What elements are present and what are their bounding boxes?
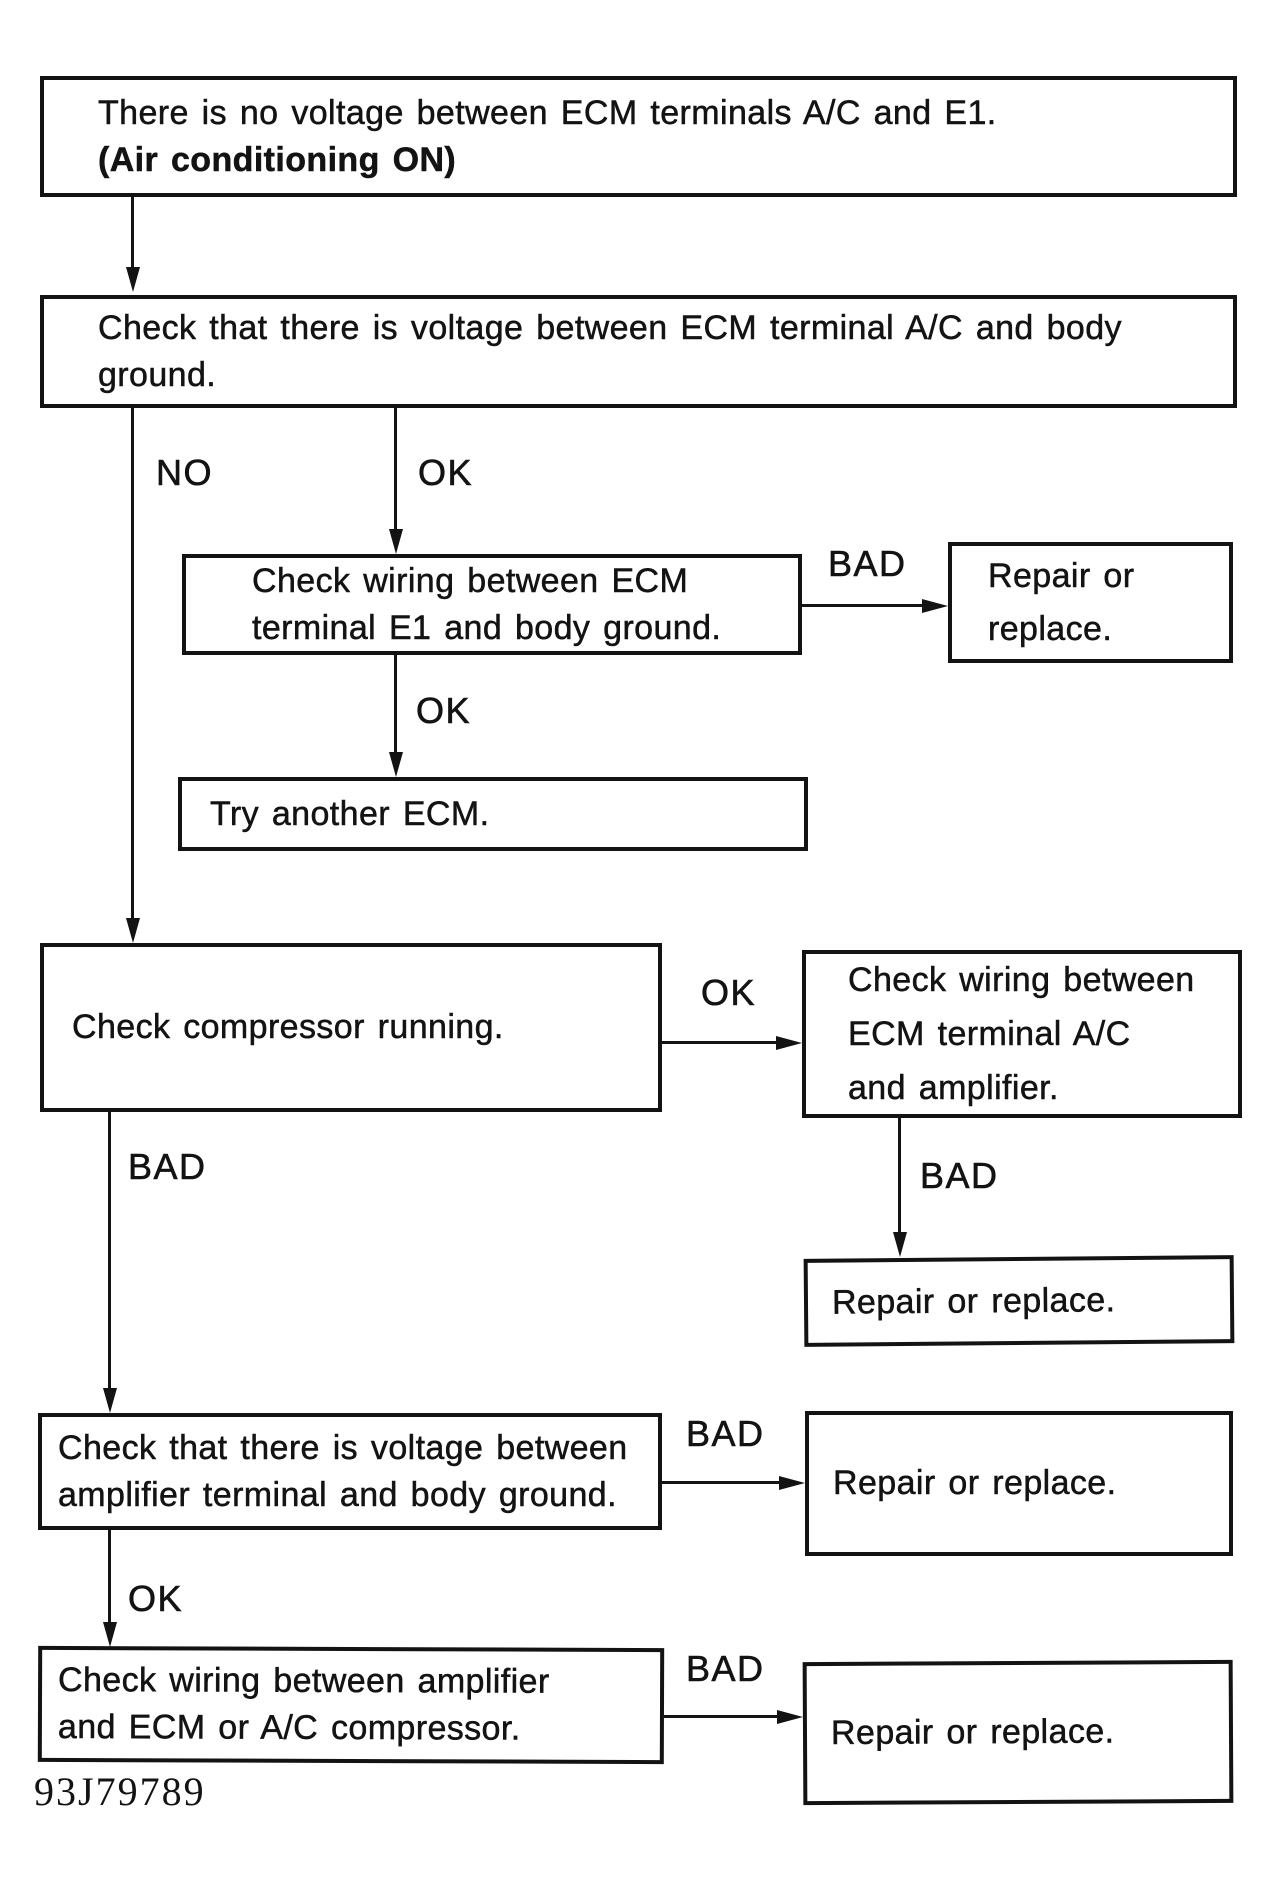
node-text-line: replace.	[988, 609, 1113, 648]
arrowhead-down-icon	[103, 1622, 117, 1647]
node-text-line: and ECM or A/C compressor.	[57, 1707, 521, 1748]
node-check-wiring-amplifier-ecm-compressor: Check wiring between amplifier and ECM o…	[37, 1645, 665, 1765]
connector-ok-right	[662, 1041, 776, 1044]
node-text-line: Repair or replace.	[830, 1712, 1115, 1752]
edge-label-bad-4: BAD	[686, 1413, 765, 1455]
node-try-another-ecm: Try another ECM.	[178, 777, 808, 851]
connector-bad-right-2	[662, 1481, 779, 1484]
node-text-line: (Air conditioning ON)	[98, 140, 457, 179]
node-text-line: Repair or replace.	[833, 1464, 1117, 1503]
node-repair-or-replace-3: Repair or replace.	[805, 1411, 1233, 1556]
arrowhead-right-icon	[922, 599, 948, 613]
node-text-line: Check wiring between ECM	[252, 561, 689, 600]
edge-label-bad-2: BAD	[920, 1155, 999, 1197]
node-text-line: Repair or	[988, 556, 1135, 595]
figure-code: 93J79789	[34, 1769, 206, 1814]
node-text-line: There is no voltage between ECM terminal…	[98, 93, 997, 132]
connector-bad-right-1	[802, 604, 922, 607]
connector-bad-branch-down-left	[108, 1112, 111, 1388]
node-text-line: Check that there is voltage between ECM …	[98, 308, 1122, 347]
node-repair-or-replace-2: Repair or replace.	[803, 1255, 1235, 1347]
arrowhead-down-icon	[126, 267, 140, 292]
arrowhead-right-icon	[776, 1036, 802, 1050]
connector-bad-right-3	[664, 1715, 777, 1718]
edge-label-bad-5: BAD	[686, 1648, 765, 1690]
node-text-line: Try another ECM.	[210, 794, 490, 833]
edge-label-ok-1: OK	[418, 452, 474, 494]
node-text-line: and amplifier.	[848, 1069, 1059, 1108]
arrowhead-right-icon	[777, 1710, 803, 1724]
node-check-voltage-amplifier-body-ground: Check that there is voltage between ampl…	[38, 1413, 662, 1530]
node-check-voltage-ecm-body-ground: Check that there is voltage between ECM …	[40, 295, 1237, 408]
node-repair-or-replace-1: Repair or replace.	[948, 542, 1233, 663]
edge-label-bad-1: BAD	[828, 543, 907, 585]
edge-label-bad-3: BAD	[128, 1146, 207, 1188]
arrowhead-down-icon	[389, 752, 403, 777]
node-text-line: ECM terminal A/C	[848, 1015, 1131, 1054]
arrowhead-down-icon	[893, 1232, 907, 1257]
edge-label-no: NO	[156, 452, 213, 494]
edge-label-ok-4: OK	[128, 1578, 184, 1620]
node-check-wiring-ac-amplifier: Check wiring between ECM terminal A/C an…	[802, 950, 1242, 1118]
arrowhead-right-icon	[779, 1476, 805, 1490]
node-text-line: amplifier terminal and body ground.	[58, 1475, 617, 1514]
node-check-wiring-e1: Check wiring between ECM terminal E1 and…	[182, 554, 802, 655]
connector-ok-branch-down-1	[394, 408, 397, 529]
node-repair-or-replace-4: Repair or replace.	[802, 1659, 1234, 1806]
connector-bad-branch-down-right	[898, 1118, 901, 1232]
connector-ok-branch-down-3	[108, 1530, 111, 1622]
arrowhead-down-icon	[126, 918, 140, 943]
node-check-compressor-running: Check compressor running.	[40, 943, 662, 1112]
connector-no-branch-down	[131, 408, 134, 918]
node-no-voltage-start: There is no voltage between ECM terminal…	[40, 76, 1237, 197]
arrowhead-down-icon	[389, 529, 403, 554]
arrowhead-down-icon	[103, 1388, 117, 1413]
node-text-line: Check compressor running.	[72, 1008, 504, 1047]
node-text-line: terminal E1 and body ground.	[252, 608, 722, 647]
edge-label-ok-3: OK	[701, 972, 757, 1014]
node-text-line: ground.	[98, 355, 217, 394]
connector-ok-branch-down-2	[394, 655, 397, 752]
node-text-line: Check wiring between	[848, 961, 1195, 1000]
node-text-line: Check that there is voltage between	[58, 1428, 628, 1467]
edge-label-ok-2: OK	[416, 690, 472, 732]
connector-start-down	[131, 197, 134, 267]
node-text-line: Repair or replace.	[831, 1280, 1116, 1322]
node-text-line: Check wiring between amplifier	[58, 1660, 550, 1701]
